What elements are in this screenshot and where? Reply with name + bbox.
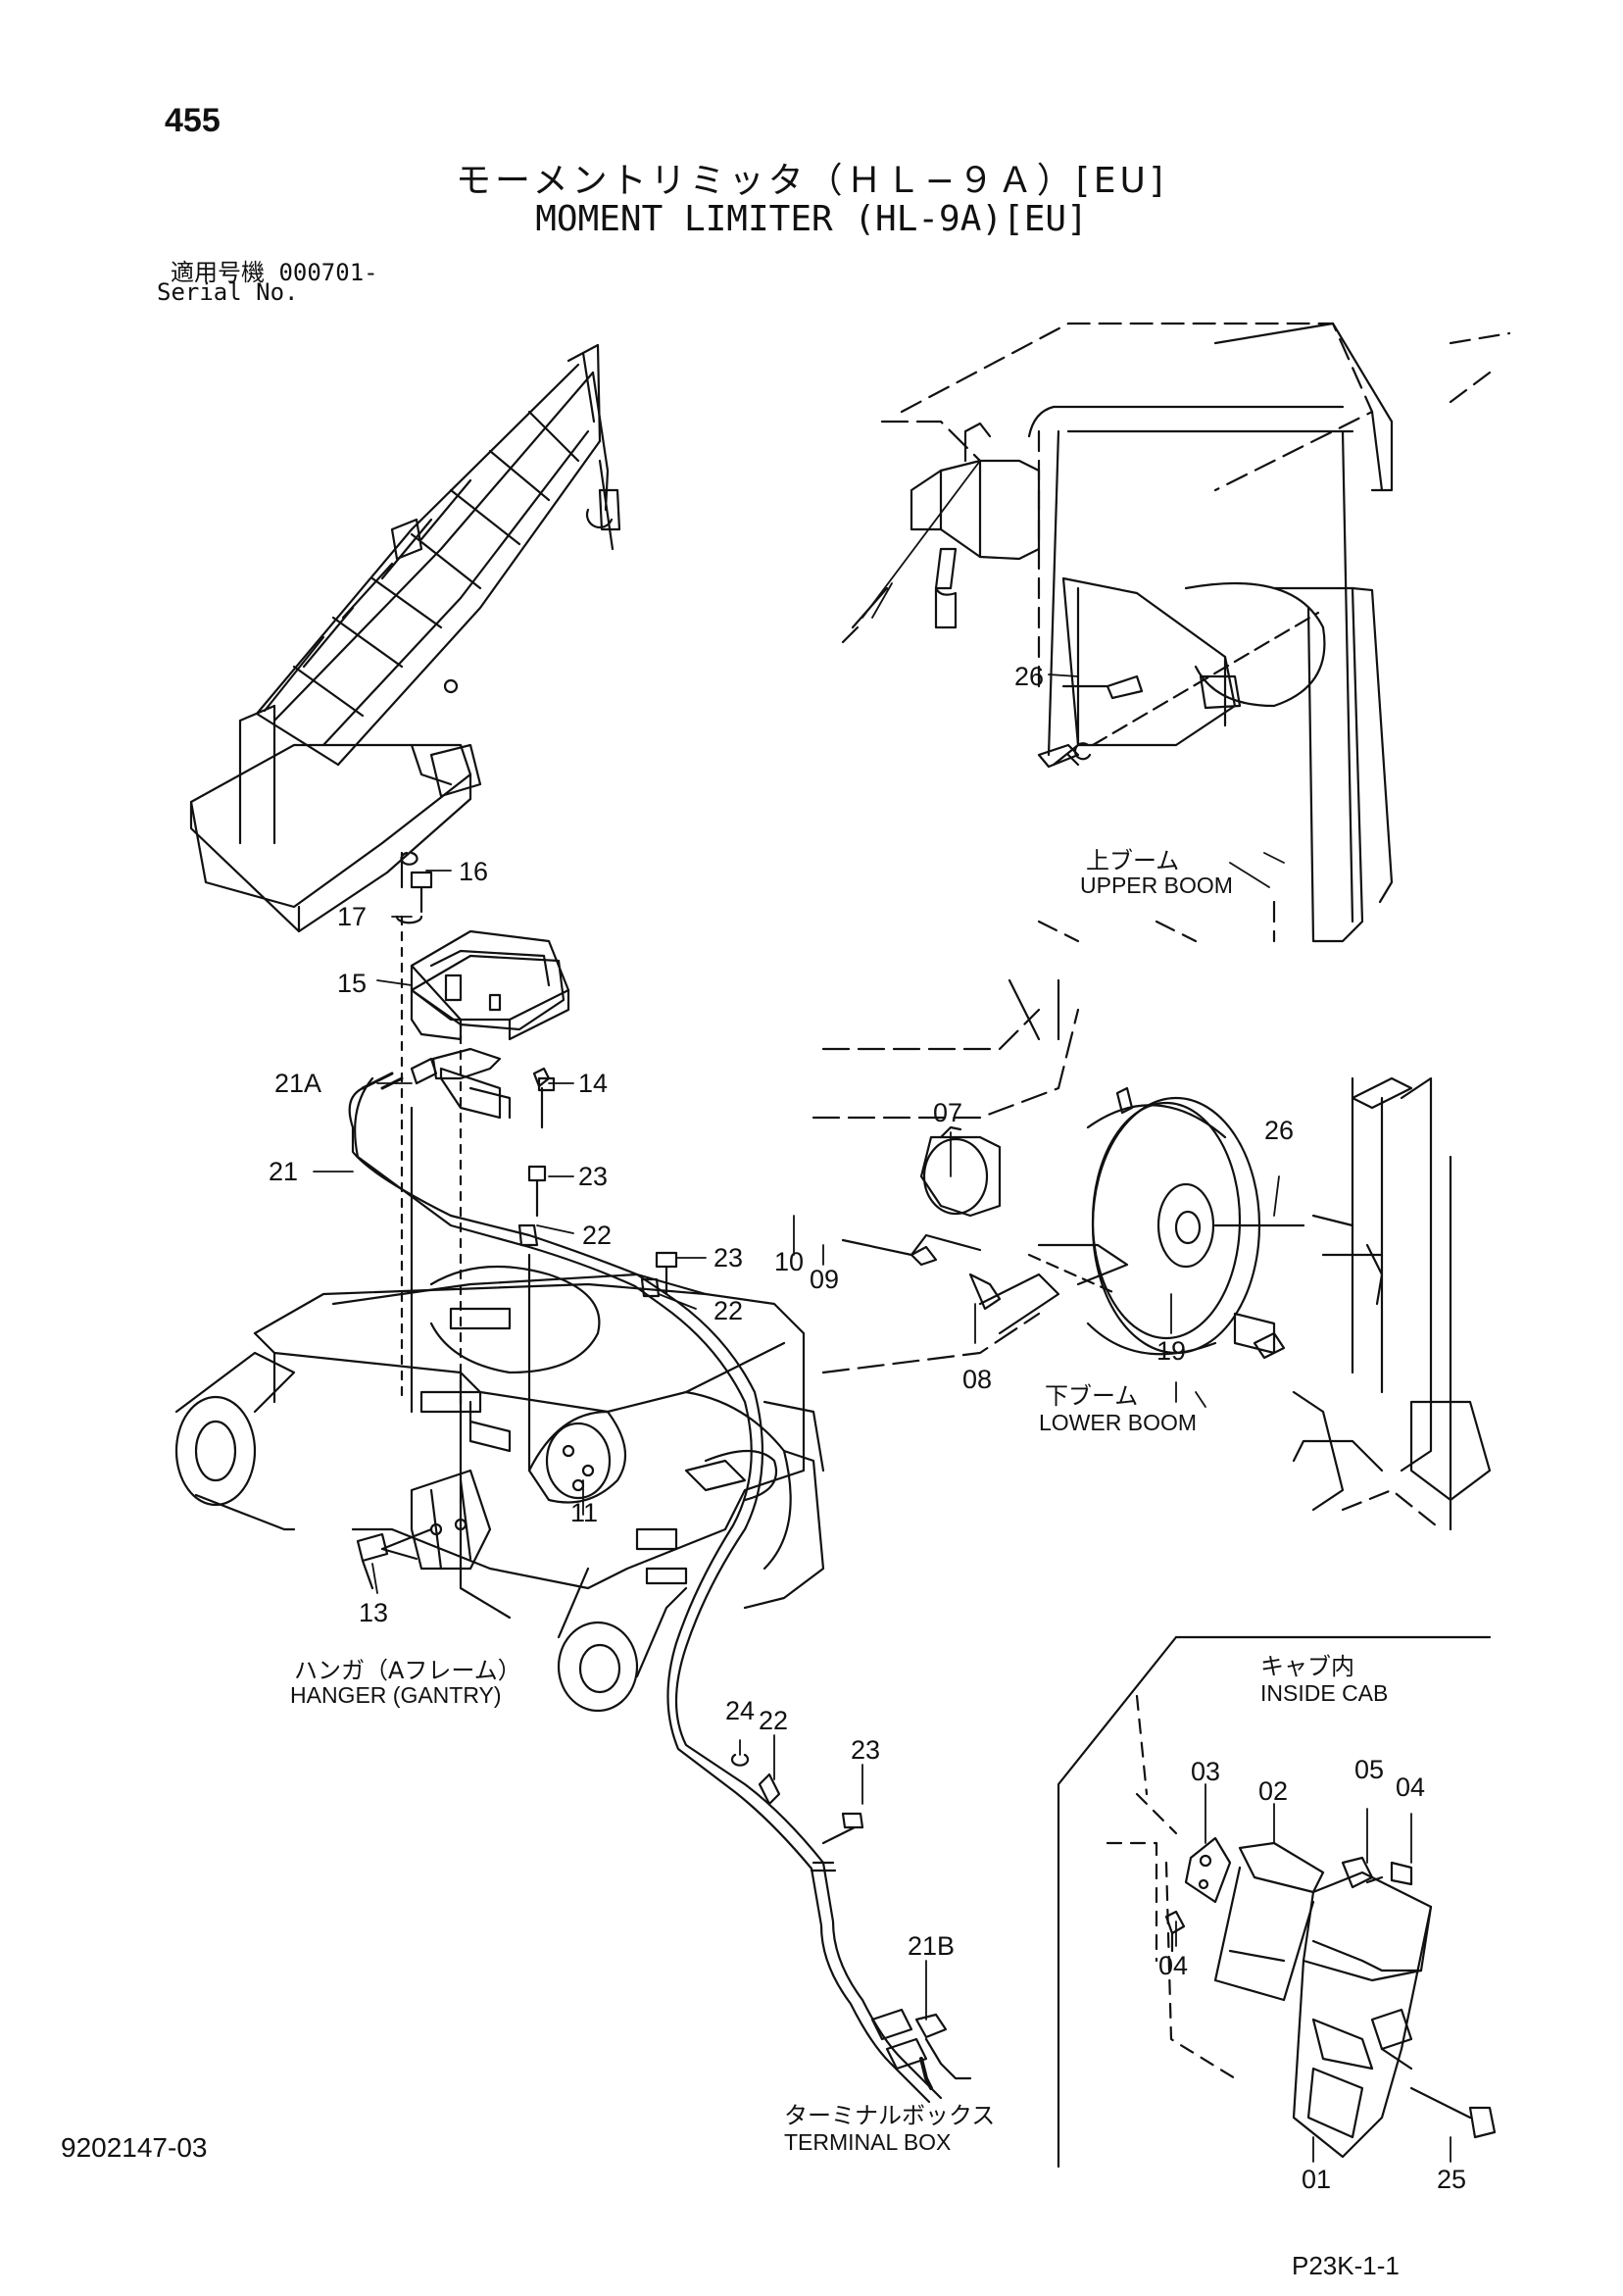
title-english: MOMENT LIMITER (HL-9A)[EU] bbox=[535, 199, 1088, 239]
part-label-21b: 21B bbox=[908, 1931, 956, 1961]
part-label-24: 24 bbox=[725, 1696, 756, 1725]
limiter-box bbox=[410, 954, 566, 1041]
part-label-02: 02 bbox=[1258, 1776, 1289, 1806]
crane-overview bbox=[189, 343, 621, 933]
part-label-23-middle: 23 bbox=[713, 1243, 744, 1273]
screws-and-clips bbox=[410, 871, 864, 1845]
page-code: P23K-1-1 bbox=[1292, 2251, 1400, 2280]
inside-cab-label-en: INSIDE CAB bbox=[1260, 1680, 1389, 1706]
hanger-assembly bbox=[174, 851, 825, 1713]
cab-detail bbox=[1057, 1635, 1497, 2169]
upper-boom-label-en: UPPER BOOM bbox=[1080, 873, 1233, 898]
part-label-19: 19 bbox=[1156, 1336, 1187, 1366]
part-label-05: 05 bbox=[1354, 1755, 1385, 1784]
part-label-26-upper: 26 bbox=[1014, 662, 1045, 691]
part-label-17: 17 bbox=[337, 902, 368, 931]
part-label-22-upper: 22 bbox=[582, 1221, 613, 1250]
part-label-23-lower: 23 bbox=[851, 1735, 881, 1765]
part-label-22-lower: 22 bbox=[759, 1706, 789, 1735]
hanger-label-ja: ハンガ（Aフレーム） bbox=[294, 1657, 521, 1684]
page-number: 455 bbox=[165, 102, 221, 139]
part-label-23-upper: 23 bbox=[578, 1162, 609, 1191]
part-label-03: 03 bbox=[1191, 1757, 1221, 1786]
lower-boom-label-ja: 下ブーム bbox=[1045, 1382, 1139, 1410]
part-label-25: 25 bbox=[1437, 2165, 1467, 2194]
part-label-10: 10 bbox=[774, 1247, 805, 1276]
part-label-04-right: 04 bbox=[1396, 1772, 1426, 1802]
part-label-07: 07 bbox=[933, 1098, 963, 1127]
part-label-21a: 21A bbox=[274, 1069, 322, 1098]
part-label-21: 21 bbox=[269, 1157, 299, 1186]
part-label-14: 14 bbox=[578, 1069, 609, 1098]
part-label-22-middle: 22 bbox=[713, 1296, 744, 1325]
lower-boom-label-en: LOWER BOOM bbox=[1039, 1410, 1198, 1435]
terminal-box-label-en: TERMINAL BOX bbox=[784, 2129, 952, 2155]
part-label-16: 16 bbox=[459, 857, 489, 886]
part-label-04-left: 04 bbox=[1158, 1951, 1189, 1980]
part-label-13: 13 bbox=[359, 1598, 389, 1627]
leader-lines bbox=[313, 674, 1451, 2163]
part-label-11: 11 bbox=[570, 1498, 599, 1527]
part-label-09: 09 bbox=[810, 1265, 840, 1294]
part-label-01: 01 bbox=[1302, 2165, 1332, 2194]
upper-boom-detail bbox=[841, 322, 1511, 943]
serial-label-japanese: 適用号機 000701- bbox=[171, 259, 378, 286]
serial-label-english: Serial No. bbox=[157, 278, 299, 306]
hanger-label-en: HANGER (GANTRY) bbox=[290, 1682, 502, 1708]
document-code: 9202147-03 bbox=[61, 2132, 208, 2163]
inside-cab-label-ja: キャブ内 bbox=[1260, 1653, 1354, 1680]
title-japanese: モーメントリミッタ（ＨＬ−９Ａ）[EU] bbox=[456, 161, 1167, 201]
upper-boom-label-ja: 上ブーム bbox=[1086, 847, 1180, 874]
part-label-26-lower: 26 bbox=[1264, 1116, 1295, 1145]
part-label-15: 15 bbox=[337, 969, 368, 998]
cable-harness bbox=[348, 1057, 972, 2104]
part-label-08: 08 bbox=[962, 1365, 993, 1394]
terminal-box-label-ja: ターミナルボックス bbox=[784, 2102, 996, 2129]
lower-boom-detail bbox=[812, 978, 1492, 1531]
